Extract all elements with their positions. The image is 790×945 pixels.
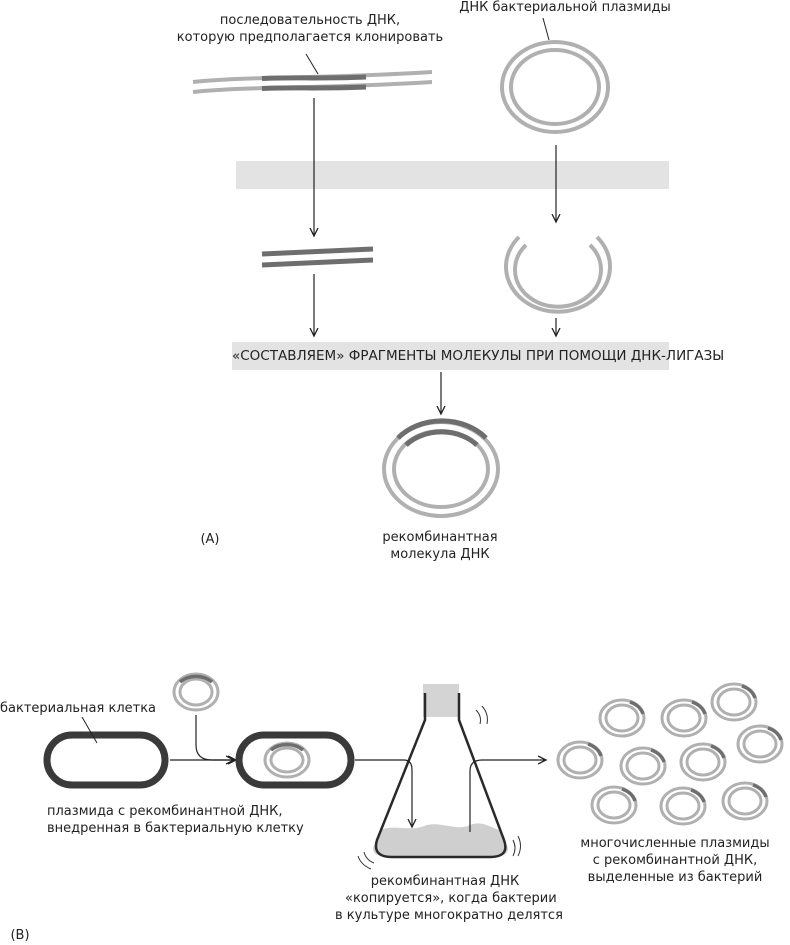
bacterial-plasmid [500, 40, 610, 134]
isolated-plasmid [721, 781, 769, 821]
plasmid-label: ДНК бактериальной плазмиды [459, 0, 671, 15]
dna-label-pointer [305, 53, 319, 75]
many-line3: выделенные из бактерий [587, 870, 763, 885]
many-plasmids-group [556, 682, 784, 826]
copy-line2: «копируется», когда бактерии [345, 891, 557, 906]
isolated-plasmid [736, 724, 784, 764]
isolated-plasmid [619, 746, 667, 786]
target-dna-double-strand [192, 70, 433, 94]
isolated-plasmid [590, 785, 638, 825]
cell-label-pointer [81, 716, 98, 744]
copy-line3: в культуре многократно делятся [335, 908, 563, 923]
isolated-plasmid [556, 740, 604, 780]
arrow-plasmid-into-cell [195, 715, 236, 760]
result-line2: молекула ДНК [390, 547, 490, 562]
arrow-cell-into-flask [355, 759, 412, 827]
free-recombinant-plasmid [172, 672, 220, 712]
ligase-step-band [232, 342, 669, 370]
ligase-step-label: «СОСТАВЛЯЕМ» ФРАГМЕНТЫ МОЛЕКУЛЫ ПРИ ПОМО… [232, 348, 725, 364]
plasmid-inside-cell [263, 741, 311, 779]
many-line2: с рекомбинантной ДНК, [592, 853, 758, 868]
restriction-step-band [236, 161, 669, 189]
plasmid-label-pointer [542, 17, 550, 41]
copy-line1: рекомбинантная ДНК [370, 874, 520, 889]
cell-label: бактериальная клетка [0, 701, 157, 716]
inserted-line1: плазмида с рекомбинантной ДНК, [47, 804, 283, 819]
isolated-plasmid [679, 742, 727, 782]
isolated-plasmid [660, 698, 708, 738]
many-line1: многочисленные плазмиды [580, 836, 770, 851]
isolated-plasmid [659, 786, 707, 826]
inserted-line2: внедренная в бактериальную клетку [47, 821, 304, 836]
transformed-cell [235, 731, 355, 789]
cut-dna-fragment [261, 246, 374, 268]
panel-b-label: (B) [10, 928, 30, 943]
bacterial-cell [43, 731, 169, 789]
recombinant-plasmid [382, 418, 500, 518]
dna-label-line2: которую предполагается клонировать [176, 30, 444, 45]
isolated-plasmid [598, 698, 646, 738]
isolated-plasmid [710, 682, 758, 722]
arrow-flask-out [469, 760, 546, 832]
result-line1: рекомбинантная [382, 530, 498, 545]
panel-a-label: (A) [200, 532, 220, 547]
opened-plasmid [504, 235, 612, 314]
shake-marks [357, 705, 521, 870]
culture-flask [373, 684, 508, 859]
dna-label-line1: последовательность ДНК, [219, 13, 401, 28]
